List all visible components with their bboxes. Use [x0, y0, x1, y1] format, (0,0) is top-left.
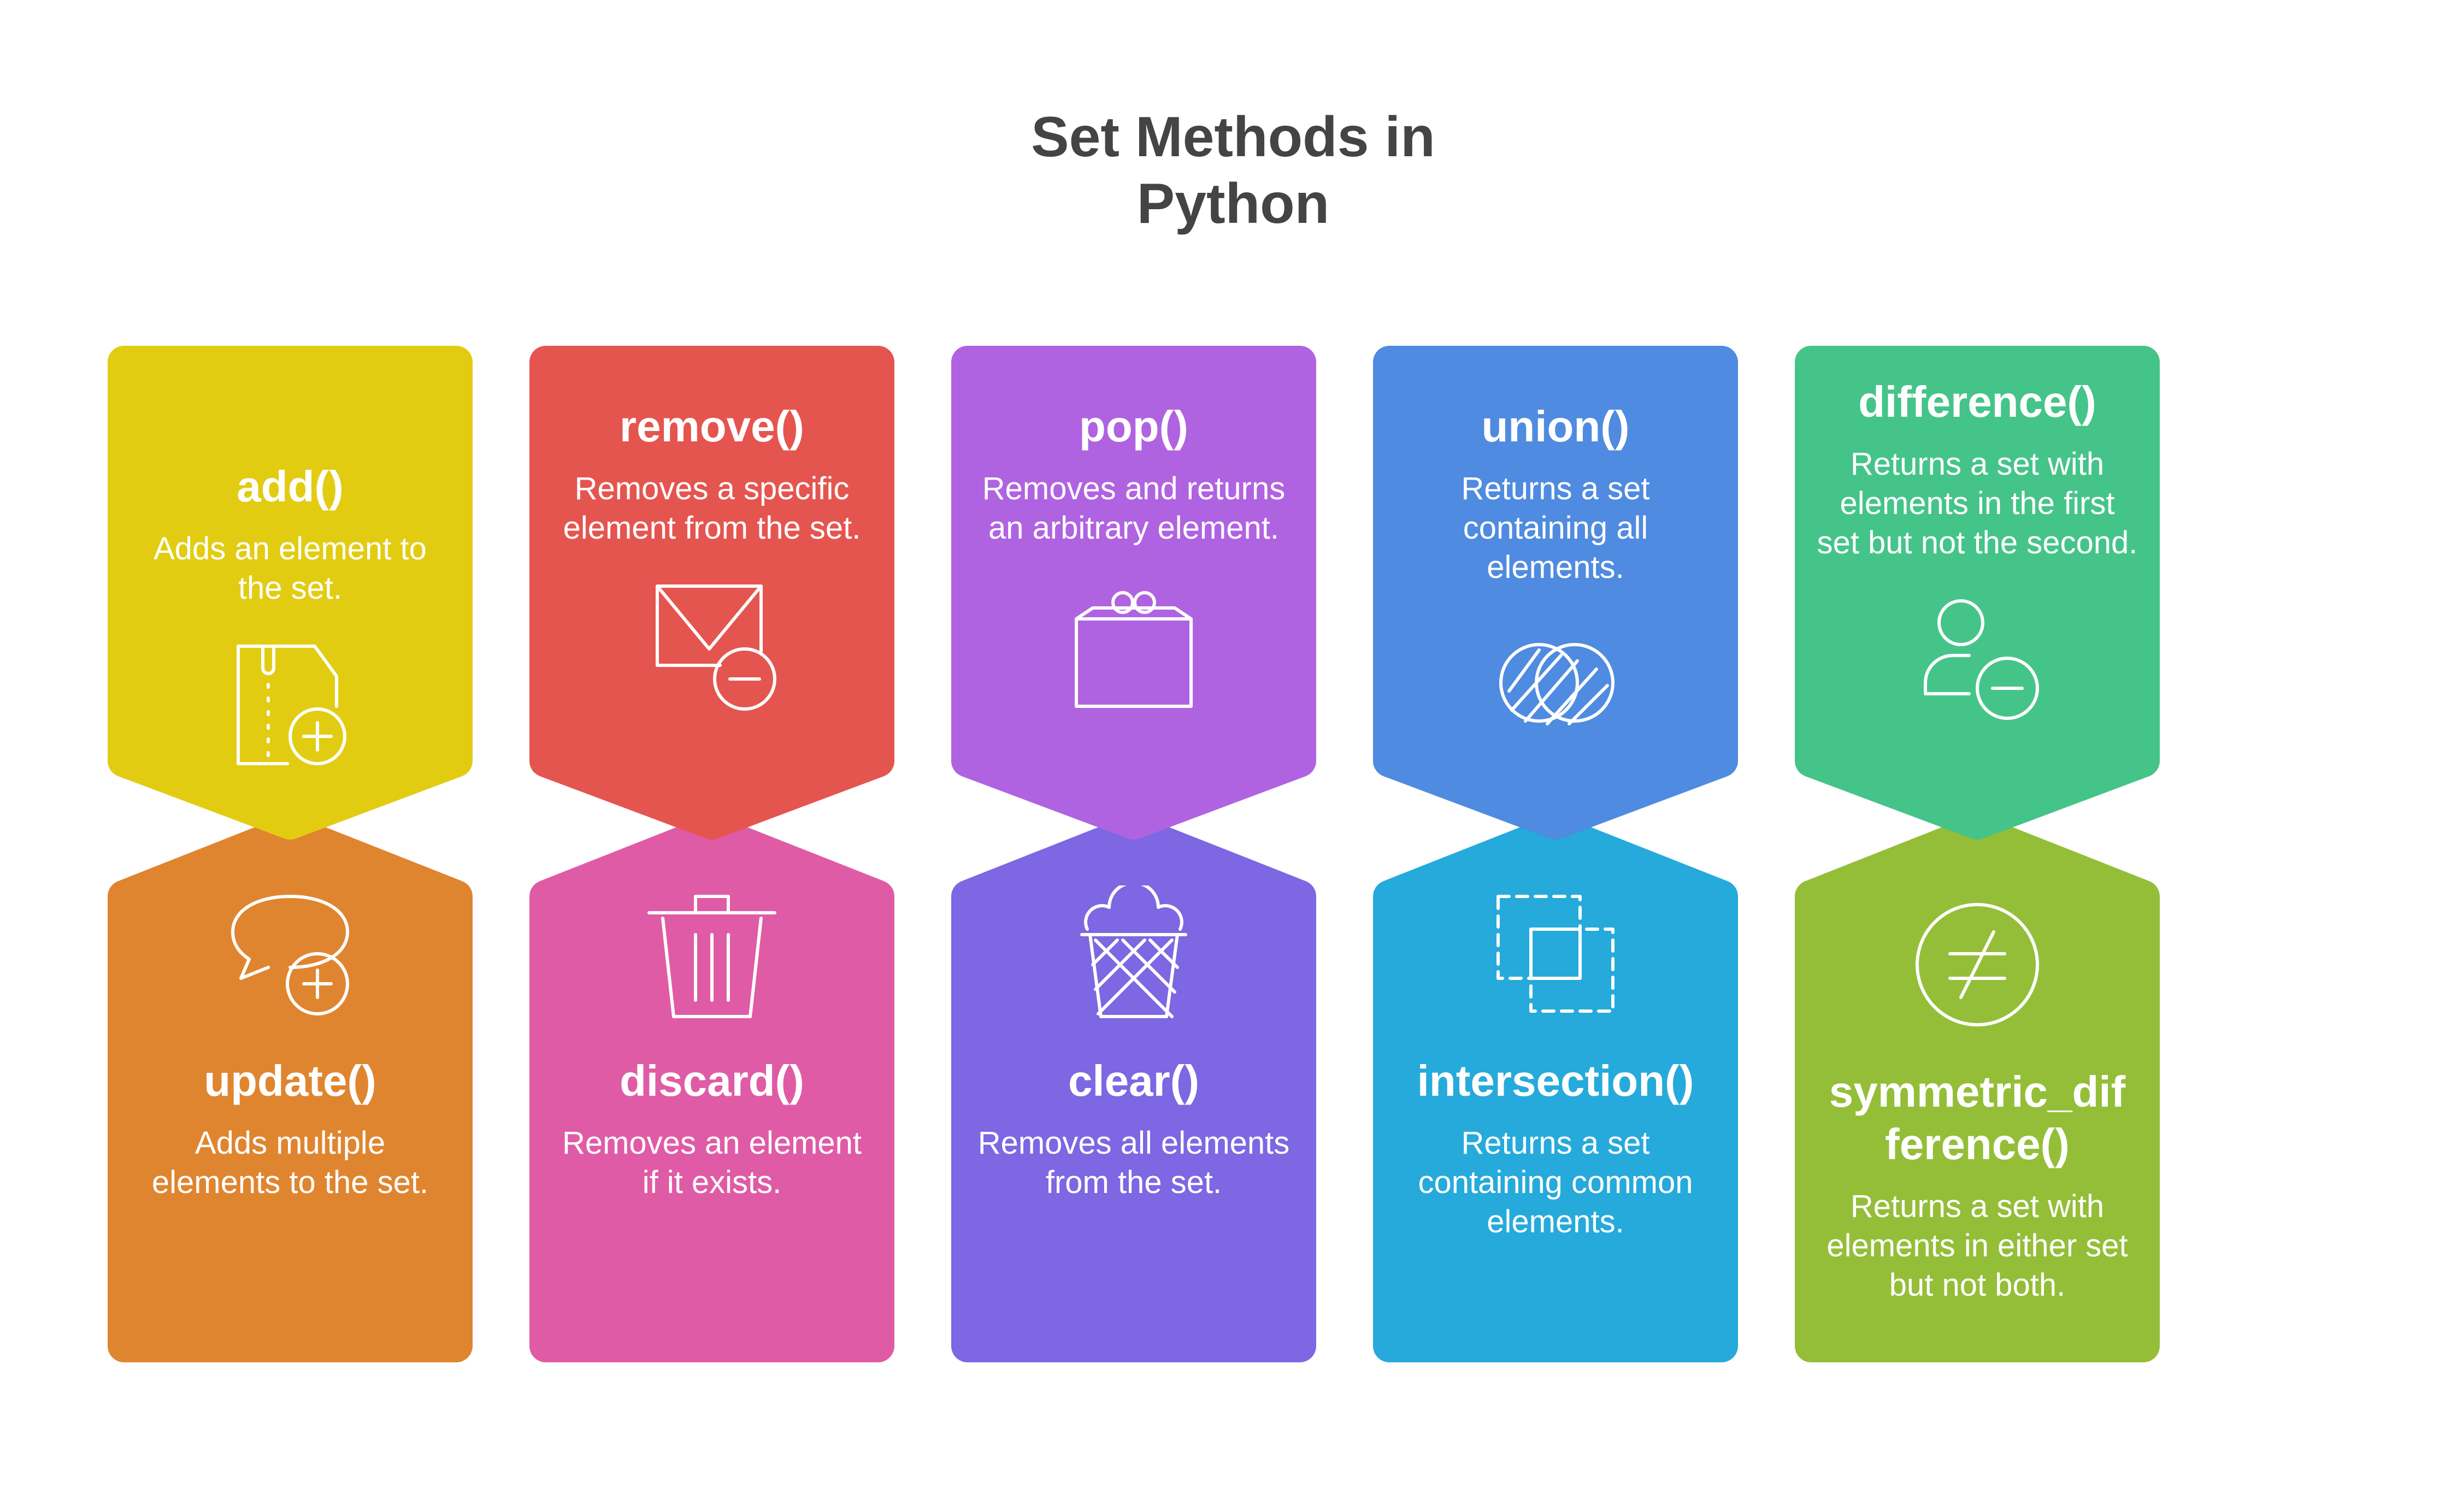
method-card-clear: clear() Removes all elements from the set…: [951, 814, 1316, 1362]
card-shape: [1795, 814, 2160, 1362]
card-content: remove() Removes a specific element from …: [551, 400, 873, 712]
overlapping-squares-icon: [1496, 895, 1614, 1013]
overlapping-circles-icon: [1499, 643, 1614, 725]
card-title: symmetric_difference(): [1829, 1067, 2126, 1168]
card-title: union(): [1481, 402, 1630, 451]
card-shape: [951, 346, 1316, 840]
card-description: Returns a set with elements in either se…: [1826, 1189, 2128, 1303]
card-description: Removes and returns an arbitrary element…: [982, 471, 1286, 546]
card-description: Returns a set containing common elements…: [1418, 1125, 1693, 1239]
card-content: difference() Returns a set with elements …: [1817, 376, 2138, 727]
card-shape: [529, 346, 894, 840]
method-card-symmetric-difference: symmetric_difference() Returns a set with…: [1795, 814, 2160, 1362]
card-shape: [1795, 346, 2160, 840]
card-description: Returns a set with elements in the first…: [1817, 446, 2138, 560]
gift-box-icon: [1075, 591, 1193, 708]
title-line-1: Set Methods in: [1031, 105, 1435, 169]
card-shape: [529, 814, 894, 1362]
method-card-add: add() Adds an element to the set.: [108, 346, 473, 840]
method-card-remove: remove() Removes a specific element from …: [529, 346, 894, 840]
method-card-update: update() Adds multiple elements to the se…: [108, 814, 473, 1362]
card-shape: [951, 814, 1316, 1362]
card-title: update(): [204, 1056, 376, 1105]
card-content: union() Returns a set containing all elem…: [1395, 400, 1716, 751]
user-minus-icon: [1924, 599, 2039, 720]
card-shape: [1373, 814, 1738, 1362]
card-content: intersection() Returns a set containing c…: [1395, 885, 1716, 1242]
method-card-intersection: intersection() Returns a set containing c…: [1373, 814, 1738, 1362]
method-card-difference: difference() Returns a set with elements …: [1795, 346, 2160, 840]
zip-file-plus-icon: [237, 645, 346, 765]
trash-icon: [647, 895, 776, 1018]
card-shape: [1373, 346, 1738, 840]
card-description: Adds an element to the set.: [154, 531, 427, 606]
card-description: Removes a specific element from the set.: [563, 471, 861, 546]
card-title: discard(): [620, 1056, 804, 1105]
waste-basket-icon: [1080, 885, 1187, 1018]
card-content: symmetric_difference() Returns a set with…: [1817, 896, 2138, 1305]
card-description: Removes an element if it exists.: [562, 1125, 862, 1200]
card-title: remove(): [620, 402, 804, 451]
card-description: Adds multiple elements to the set.: [151, 1125, 429, 1200]
method-card-discard: discard() Removes an element if it exists…: [529, 814, 894, 1362]
mail-minus-icon: [656, 584, 776, 711]
card-shape: [108, 346, 473, 840]
card-description: Returns a set containing all elements.: [1461, 471, 1650, 585]
method-card-pop: pop() Removes and returns an arbitrary el…: [951, 346, 1316, 840]
title-line-2: Python: [1136, 172, 1330, 235]
card-content: update() Adds multiple elements to the se…: [129, 885, 451, 1202]
card-content: discard() Removes an element if it exists…: [551, 885, 873, 1202]
not-equal-icon: [1916, 903, 2039, 1026]
card-title: clear(): [1068, 1056, 1200, 1105]
card-shape: [108, 814, 473, 1362]
card-content: pop() Removes and returns an arbitrary el…: [973, 400, 1294, 712]
card-content: add() Adds an element to the set.: [129, 460, 451, 772]
card-content: clear() Removes all elements from the set…: [973, 885, 1294, 1202]
card-title: pop(): [1079, 402, 1188, 451]
card-title: intersection(): [1417, 1056, 1694, 1105]
card-title: add(): [237, 462, 344, 511]
chat-plus-icon: [231, 895, 349, 1015]
card-title: difference(): [1858, 377, 2096, 426]
method-card-union: union() Returns a set containing all elem…: [1373, 346, 1738, 840]
card-description: Removes all elements from the set.: [977, 1125, 1290, 1200]
page-title: Set Methods in Python: [929, 104, 1537, 237]
